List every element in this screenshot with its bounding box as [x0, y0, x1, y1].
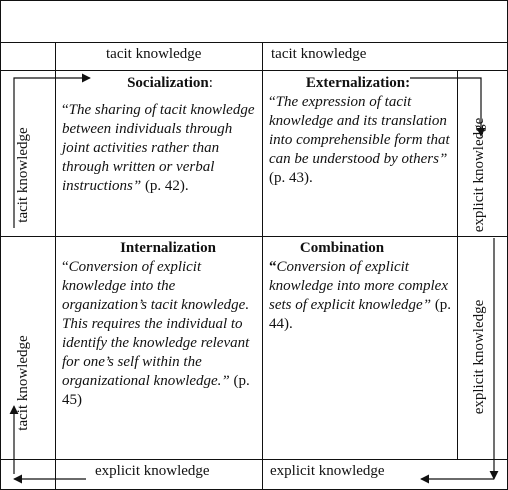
socialization-title: Socialization: [62, 74, 258, 93]
combination-cite: (p. 44). [269, 297, 452, 332]
combination-quote: Conversion of explicit knowledge into mo… [269, 259, 448, 313]
externalization-open-quote: “ [269, 94, 276, 110]
quadrant-socialization: Socialization: “The sharing of tacit kno… [62, 74, 258, 196]
internalization-open-quote: “ [62, 259, 69, 275]
header-top-left-label: tacit knowledge [106, 46, 202, 62]
socialization-open-quote: “ [62, 102, 69, 118]
divider-middle [0, 236, 508, 237]
border-left [0, 0, 1, 490]
socialization-title-text: Socialization [127, 75, 209, 91]
divider-tacit-row [0, 70, 508, 71]
internalization-cite: (p. 45) [62, 373, 250, 408]
externalization-cite: (p. 43). [269, 170, 313, 186]
arrow-externalization-exit [410, 77, 486, 137]
divider-center-column [262, 42, 263, 489]
externalization-title: Externalization: [305, 75, 411, 91]
socialization-quote: The sharing of tacit knowledge between i… [62, 102, 255, 194]
header-top-right-label: tacit knowledge [271, 46, 367, 62]
internalization-quote: Conversion of explicit knowledge into th… [62, 259, 250, 389]
internalization-title: Internalization [120, 240, 216, 256]
footer-bottom-right-label: explicit knowledge [270, 463, 385, 479]
externalization-quote: The expression of tacit knowledge and it… [269, 94, 450, 167]
divider-header [0, 42, 508, 43]
combination-open-quote: “ [269, 259, 277, 275]
arrow-socialization-entry [13, 73, 91, 228]
border-top [0, 0, 508, 1]
socialization-body: “The sharing of tacit knowledge between … [62, 101, 258, 196]
divider-footer [0, 459, 508, 460]
internalization-body: “Conversion of explicit knowledge into t… [62, 258, 258, 410]
quadrant-externalization: Externalization: “The expression of taci… [269, 74, 455, 188]
combination-body: “Conversion of explicit knowledge into m… [269, 258, 455, 334]
divider-right-column [457, 70, 458, 459]
socialization-title-colon: : [208, 75, 213, 91]
quadrant-combination: Combination “Conversion of explicit know… [269, 239, 455, 334]
externalization-body: “The expression of tacit knowledge and i… [269, 93, 455, 188]
combination-title: Combination [299, 240, 385, 256]
footer-bottom-left-label: explicit knowledge [95, 463, 210, 479]
divider-left-column [55, 42, 56, 489]
quadrant-internalization: Internalization “Conversion of explicit … [62, 239, 258, 410]
socialization-cite: (p. 42). [141, 178, 189, 194]
